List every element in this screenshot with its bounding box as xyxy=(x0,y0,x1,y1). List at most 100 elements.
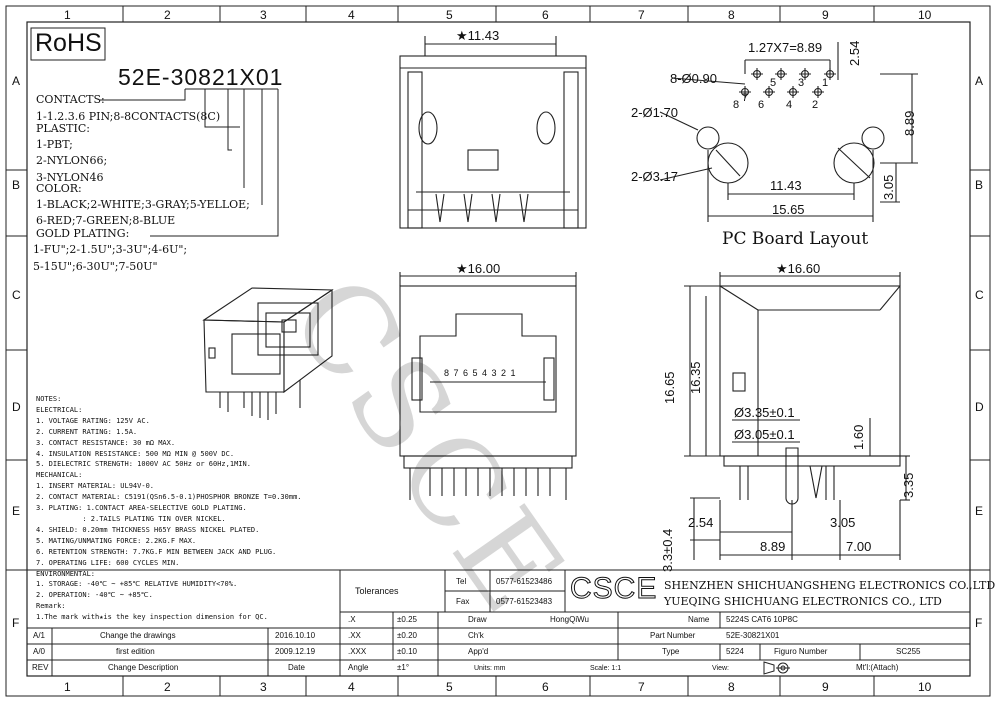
hole-label: 8 xyxy=(733,99,740,111)
plastic-line: 2-NYLON66; xyxy=(36,154,108,167)
dim-holes-small: 8-Ø0.90 xyxy=(670,71,717,86)
note-line: : 2.TAILS PLATING TIN OVER NICKEL. xyxy=(36,514,226,523)
fax-label: Fax xyxy=(456,597,470,606)
part-number-label: Part Number xyxy=(650,631,696,640)
grid-col-label: 4 xyxy=(348,8,355,22)
dim-holes-mid: 2-Ø1.70 xyxy=(631,105,678,120)
hole-label: 1 xyxy=(822,77,829,89)
grid-col-label: 3 xyxy=(260,680,267,694)
dim-889v: 8.89 xyxy=(902,110,917,136)
dim-front-width: ★16.00 xyxy=(456,261,501,276)
type-value: 5224 xyxy=(726,647,744,656)
dim-335v: 3.35 xyxy=(901,472,916,498)
dim-33: 3.3±0.4 xyxy=(660,528,675,572)
rev-header: REV xyxy=(32,663,49,672)
grid-row-label: E xyxy=(975,504,984,518)
dim-pitch: 1.27X7=8.89 xyxy=(748,40,823,55)
note-line: 2. OPERATION: -40℃ ~ +85℃. xyxy=(36,591,153,600)
csce-logo: CSCE xyxy=(569,572,658,605)
grid-col-label: 8 xyxy=(728,8,735,22)
grid-row-label: F xyxy=(975,616,983,630)
color-line: 6-RED;7-GREEN;8-BLUE xyxy=(36,214,176,227)
rev-description: Change the drawings xyxy=(100,631,176,640)
note-line: ELECTRICAL: xyxy=(36,405,83,414)
material-label: Mt'l:(Attach) xyxy=(856,663,899,672)
figure-number-label: Figuro Number xyxy=(774,647,828,656)
note-line: 6. RETENTION STRENGTH: 7.7KG.F MIN BETWE… xyxy=(36,547,277,556)
grid-row-label: D xyxy=(975,400,984,414)
scale-label: Scale: 1:1 xyxy=(590,665,622,672)
grid-row-label: B xyxy=(975,178,984,192)
note-line: 2. CURRENT RATING: 1.5A. xyxy=(36,427,138,436)
company-name-1: SHENZHEN SHICHUANGSHENG ELECTRONICS CO.,… xyxy=(664,579,996,592)
plastic-line: 3-NYLON46 xyxy=(36,171,104,184)
pcb-hole-crosshair xyxy=(799,68,811,80)
fax-value: 0577-61523483 xyxy=(496,597,553,606)
dim-b889: 8.89 xyxy=(760,539,786,554)
note-line: 1. STORAGE: -40℃ ~ +85℃ RELATIVE HUMIDIT… xyxy=(36,580,238,589)
hole-label: 5 xyxy=(770,77,777,89)
dim-305v: 3.05 xyxy=(881,174,896,200)
note-line: 4. SHIELD: 0.20mm THICKNESS H65Y BRASS N… xyxy=(36,525,260,534)
pcb-hole-crosshair xyxy=(739,86,751,98)
part-code: 52E-30821X01 xyxy=(118,64,284,90)
dim-160: 1.60 xyxy=(851,424,866,450)
grid-col-label: 5 xyxy=(446,680,453,694)
plating-line: 1-FU";2-1.5U";3-3U";4-6U"; xyxy=(33,243,188,256)
grid-col-label: 3 xyxy=(260,8,267,22)
note-line: 1.The mark with★is the key inspection di… xyxy=(36,613,268,622)
pcb-layout-title: PC Board Layout xyxy=(722,229,869,249)
tolerances-label: Tolerances xyxy=(355,586,399,596)
grid-row-label: B xyxy=(12,178,21,192)
grid-col-label: 4 xyxy=(348,680,355,694)
note-line: 3. CONTACT RESISTANCE: 30 mΩ MAX. xyxy=(36,438,176,447)
pin-numbers: 8 7 6 5 4 3 2 1 xyxy=(444,368,517,378)
rohs-logo: RoHS xyxy=(35,29,102,57)
check-label: Ch'k xyxy=(468,631,484,640)
tel-value: 0577-61523486 xyxy=(496,577,553,586)
hole-label: 4 xyxy=(786,99,793,111)
dim-1565: 15.65 xyxy=(772,202,805,217)
dim-1665: 16.65 xyxy=(662,371,677,404)
hole-label: 6 xyxy=(758,99,765,111)
description-header: Change Description xyxy=(108,663,179,672)
type-label: Type xyxy=(662,647,680,656)
note-line: 4. INSULATION RESISTANCE: 500 MΩ MIN @ 5… xyxy=(36,449,235,458)
figure-number-value: SC255 xyxy=(896,647,921,656)
tol-value: ±0.10 xyxy=(397,647,417,656)
dim-254: 2.54 xyxy=(847,40,862,66)
tol-key: Angle xyxy=(348,663,369,672)
tol-key: .XX xyxy=(348,631,361,640)
note-line: MECHANICAL: xyxy=(36,471,83,480)
draw-label: Draw xyxy=(468,615,487,624)
grid-col-label: 10 xyxy=(918,680,932,694)
plating-line: 5-15U";6-30U";7-50U" xyxy=(33,260,158,273)
grid-col-label: 5 xyxy=(446,8,453,22)
company-name-2: YUEQING SHICHUANG ELECTRONICS CO., LTD xyxy=(664,595,942,608)
units-label: Units: mm xyxy=(474,665,506,672)
approved-label: App'd xyxy=(468,647,489,656)
contacts-title: CONTACTS: xyxy=(36,93,105,106)
tol-key: .XXX xyxy=(348,647,367,656)
dim-1635: 16.35 xyxy=(688,361,703,394)
pcb-hole-crosshair xyxy=(763,86,775,98)
grid-row-label: E xyxy=(12,504,21,518)
note-line: 5. DIELECTRIC STRENGTH: 1000V AC 50Hz or… xyxy=(36,460,251,469)
hole-label: 7 xyxy=(742,92,749,104)
grid-row-label: C xyxy=(12,288,21,302)
dim-b254: 2.54 xyxy=(688,515,714,530)
dim-holes-big: 2-Ø3.17 xyxy=(631,169,678,184)
note-line: 2. CONTACT MATERIAL: C5191(QSn6.5-0.1)PH… xyxy=(36,493,302,502)
plastic-line: 1-PBT; xyxy=(36,138,73,151)
contacts-line: 1-1.2.3.6 PIN;8-8CONTACTS(8C) xyxy=(36,110,221,123)
note-line: 7. OPERATING LIFE: 600 CYCLES MIN. xyxy=(36,558,180,567)
tel-label: Tel xyxy=(456,577,467,586)
color-title: COLOR: xyxy=(36,182,82,195)
view-label: View: xyxy=(712,665,729,672)
grid-col-label: 7 xyxy=(638,680,645,694)
grid-col-label: 2 xyxy=(164,680,171,694)
dim-b700: 7.00 xyxy=(846,539,872,554)
grid-row-label: A xyxy=(975,74,984,88)
grid-row-label: D xyxy=(12,400,21,414)
